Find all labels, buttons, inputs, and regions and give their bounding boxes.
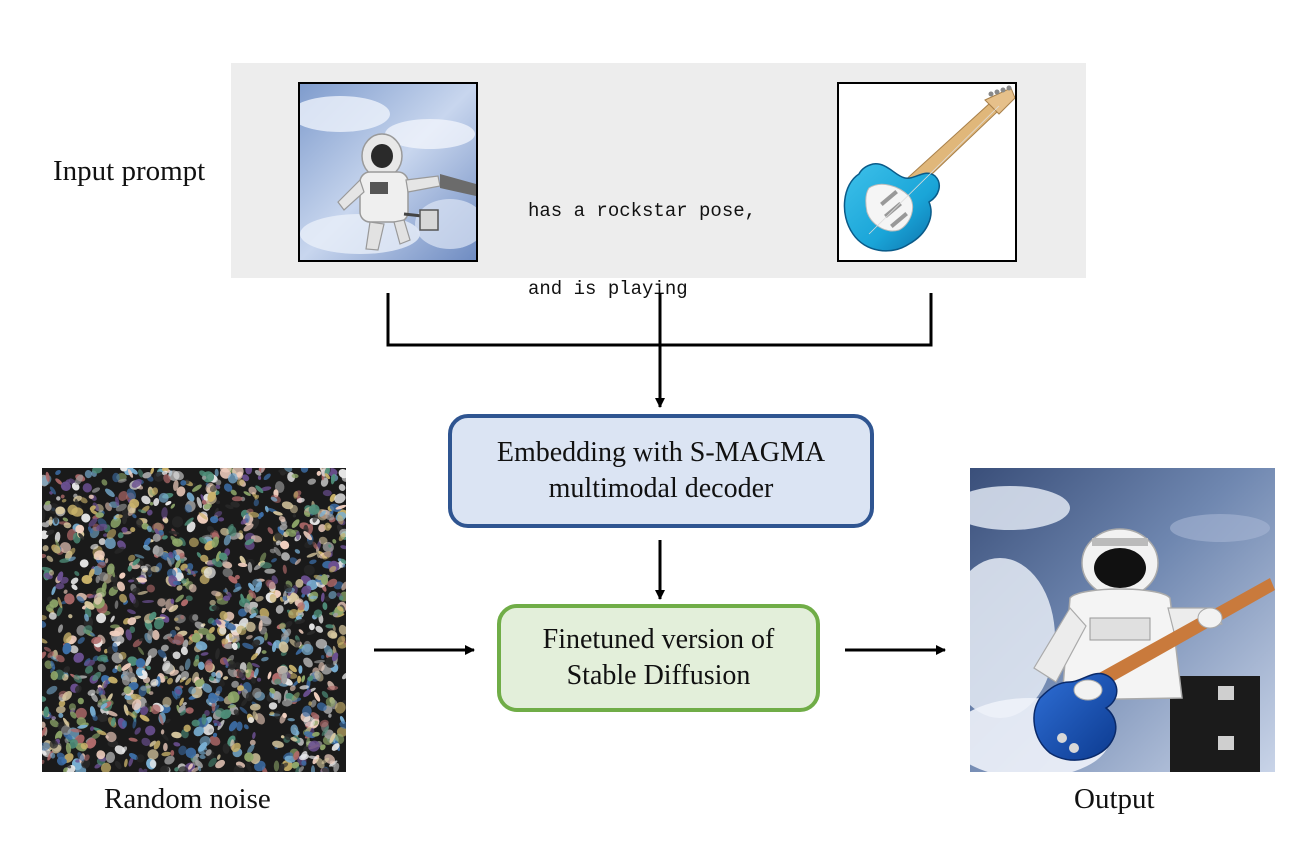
output-image (970, 468, 1275, 772)
random-noise-label: Random noise (104, 783, 271, 815)
embedding-box: Embedding with S-MAGMA multimodal decode… (448, 414, 874, 528)
stable-diffusion-box-line2: Stable Diffusion (566, 660, 751, 691)
astronaut-image (298, 82, 478, 262)
stable-diffusion-box-line1: Finetuned version of (542, 624, 775, 655)
output-label: Output (1074, 783, 1155, 815)
prompt-text-line2: and is playing (528, 278, 688, 300)
stable-diffusion-box: Finetuned version of Stable Diffusion (497, 604, 820, 712)
embedding-box-line2: multimodal decoder (548, 473, 774, 504)
embedding-box-line1: Embedding with S-MAGMA (496, 437, 826, 468)
input-prompt-label: Input prompt (53, 155, 206, 187)
noise-image (37, 463, 350, 778)
prompt-text-line1: has a rockstar pose, (528, 200, 757, 222)
guitar-image (837, 82, 1017, 262)
prompt-text: has a rockstar pose, and is playing (528, 146, 756, 328)
